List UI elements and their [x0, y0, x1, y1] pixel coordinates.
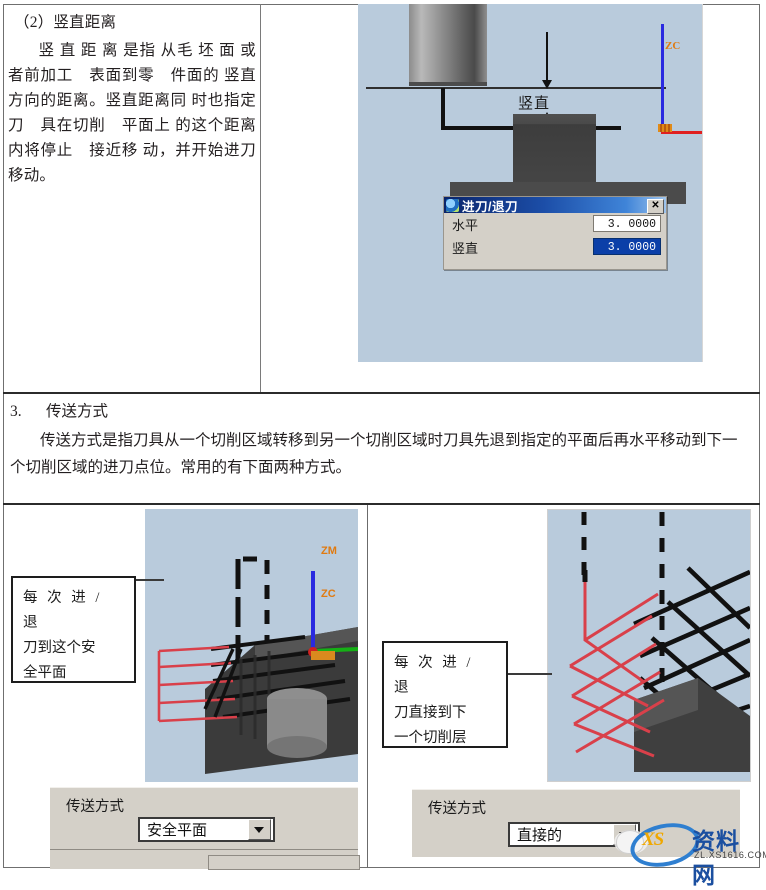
safe-plane-callout: 每 次 进 / 退 刀到这个安 全平面 [11, 576, 136, 683]
transfer-method-label-right: 传送方式 [428, 801, 486, 817]
callout-line-1: 每 次 进 / 退 [394, 655, 474, 696]
callout-line-2: 刀直接到下 [394, 705, 467, 721]
transfer-method-label-left: 传送方式 [66, 799, 124, 815]
cutting-tool-base [409, 82, 487, 86]
table-divider-horizontal-1 [3, 392, 760, 394]
cutting-tool-cylinder [409, 4, 487, 86]
direct-transfer-settings-panel: 传送方式 直接的 [412, 789, 740, 857]
document-page: （2）竖直距离 竖 直 距 离 是指 从毛 坯 面 或者前加工 表面到零 件面的… [3, 4, 766, 888]
safe-plane-settings-panel: 传送方式 安全平面 [50, 787, 358, 849]
section-body-transfer-method: 传送方式是指刀具从一个切削区域转移到另一个切削区域时刀具先退到指定的平面后再水平… [10, 427, 750, 481]
wechat-overlay-icon [614, 830, 648, 854]
callout-line-3: 全平面 [23, 665, 67, 681]
horizontal-label: 水平 [452, 218, 479, 233]
axis-x-line [661, 131, 702, 135]
section-number: 3. [10, 403, 22, 420]
axis-origin-marker-icon [658, 124, 672, 132]
transfer-method-dropdown-left[interactable]: 安全平面 [138, 817, 275, 842]
callout-leader-line-left [136, 579, 164, 581]
transfer-method-text-cell: 3. 传送方式 传送方式是指刀具从一个切削区域转移到另一个切削区域时刀具先退到指定… [10, 398, 750, 481]
table-divider-vertical-bottom [367, 505, 368, 868]
table-divider-horizontal-2 [3, 503, 760, 505]
safe-plane-toolpath-graphic: ZM ZC [145, 509, 358, 782]
direct-transfer-illustration [547, 509, 751, 782]
transfer-method-value-right: 直接的 [517, 828, 563, 844]
dialog-title-bar: 进刀/退刀 ✕ [444, 197, 666, 214]
callout-line-2: 刀到这个安 [23, 640, 96, 656]
chevron-down-icon[interactable] [248, 819, 271, 840]
callout-line-3: 一个切削层 [394, 730, 467, 746]
vertical-value-field[interactable]: 3. 0000 [593, 238, 661, 255]
application-icon [446, 198, 459, 212]
blank-surface-line [366, 87, 666, 89]
dialog-title-text: 进刀/退刀 [462, 199, 518, 214]
safe-plane-panel-subfield [208, 855, 360, 870]
callout-line-1: 每 次 进 / 退 [23, 590, 103, 631]
vertical-distance-label: 竖直 [518, 96, 551, 112]
dialog-row-horizontal: 水平 3. 0000 [444, 213, 666, 236]
axis-z-label: ZC [665, 40, 681, 52]
transfer-method-value-left: 安全平面 [147, 823, 208, 839]
toolpath-vertical-segment [441, 88, 445, 130]
svg-text:ZC: ZC [321, 588, 336, 600]
vertical-distance-text-cell: （2）竖直距离 竖 直 距 离 是指 从毛 坯 面 或者前加工 表面到零 件面的… [8, 8, 272, 188]
close-icon[interactable]: ✕ [647, 199, 664, 214]
down-arrow-icon [541, 32, 554, 89]
table-divider-vertical-top [260, 4, 261, 392]
paragraph-text: 传送方式是指刀具从一个切削区域转移到另一个切削区域时刀具先退到指定的平面后再水平… [10, 432, 738, 476]
section-heading-text: 传送方式 [46, 403, 109, 420]
paragraph-text: 竖 直 距 离 是指 从毛 坯 面 或者前加工 表面到零 件面的 竖直方向的距离… [8, 42, 272, 184]
section-heading-transfer-method: 3. 传送方式 [10, 398, 750, 425]
direct-toolpath-graphic [548, 510, 750, 781]
horizontal-value-field[interactable]: 3. 0000 [593, 215, 661, 232]
section-body-vertical-distance: 竖 直 距 离 是指 从毛 坯 面 或者前加工 表面到零 件面的 竖直方向的距离… [8, 38, 272, 188]
direct-transfer-callout: 每 次 进 / 退 刀直接到下 一个切削层 [382, 641, 508, 748]
vertical-label: 竖直 [452, 241, 479, 256]
callout-leader-line-right [504, 673, 552, 675]
vertical-distance-illustration: 竖直 ZC 进刀/退刀 ✕ 水平 3. 0000 竖直 3. 0000 [358, 4, 703, 362]
engage-retract-dialog[interactable]: 进刀/退刀 ✕ 水平 3. 0000 竖直 3. 0000 [443, 196, 667, 270]
svg-text:ZM: ZM [321, 545, 337, 557]
axis-z-line [661, 24, 664, 134]
section-heading-vertical-distance: （2）竖直距离 [14, 14, 117, 31]
safe-plane-illustration: ZM ZC [145, 509, 358, 782]
dialog-row-vertical: 竖直 3. 0000 [444, 236, 666, 259]
workpiece-raised-block [513, 114, 596, 184]
